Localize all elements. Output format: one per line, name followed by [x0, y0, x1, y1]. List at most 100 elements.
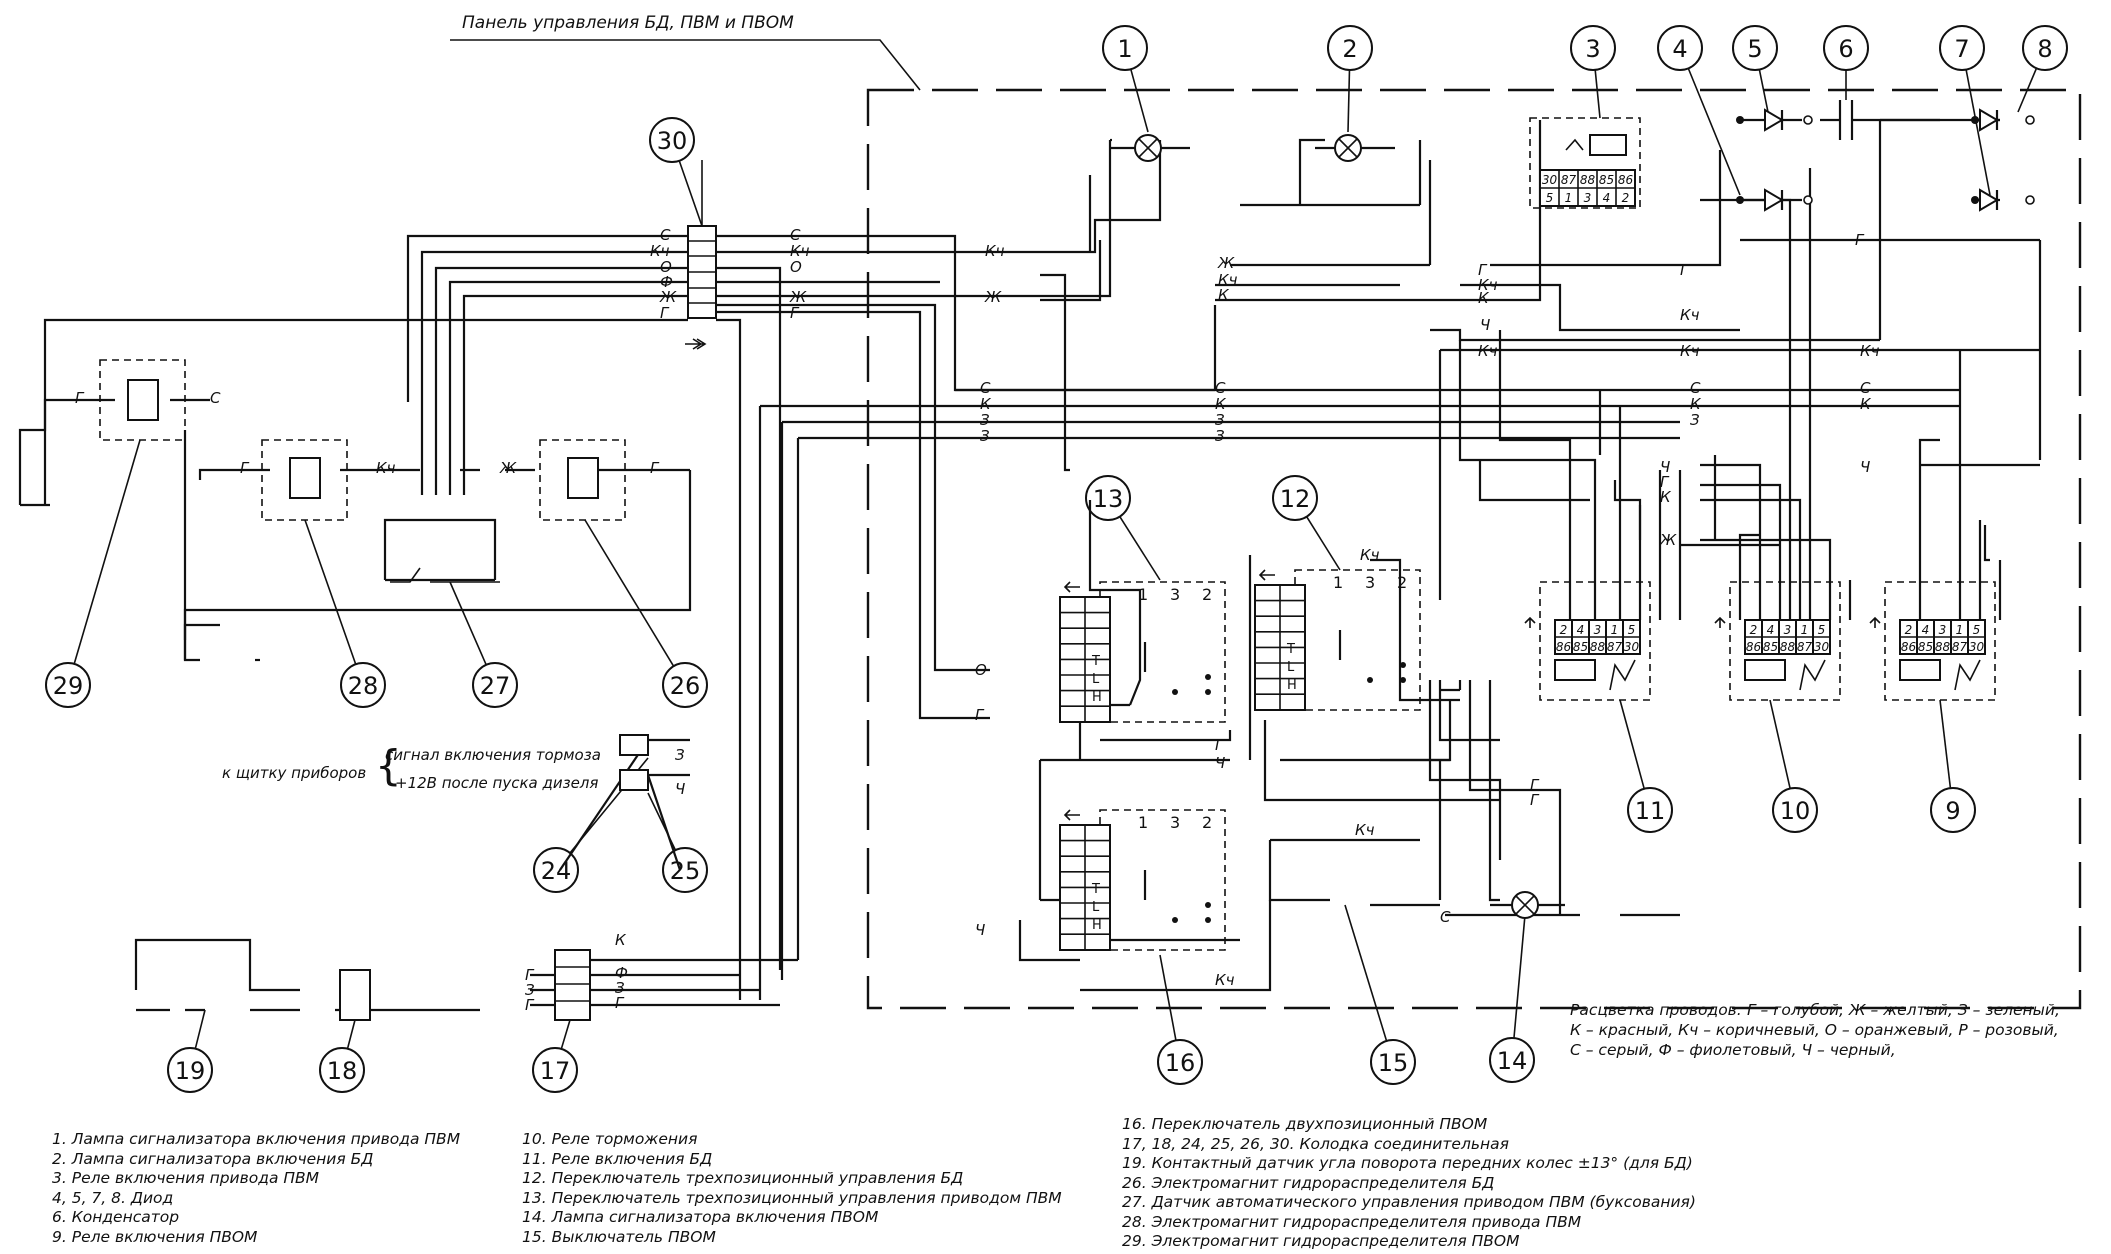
wire-color-note-line: С – серый, Ф – фиолетовый, Ч – черный,: [1570, 1041, 1896, 1059]
wire-label: Ч: [1480, 316, 1490, 334]
switch-position-label: 3: [1365, 573, 1375, 592]
relays-9-10-11: 2864853881875302864853881875302864853881…: [1524, 581, 1996, 701]
wire-label: Кч: [1355, 821, 1375, 839]
switch-row-label: T: [1286, 642, 1295, 657]
legend-column-3: 16. Переключатель двухпозиционный ПВОМ 1…: [1122, 1115, 1696, 1252]
callout-leader: [1344, 904, 1388, 1042]
component-callout-29: 29: [45, 439, 141, 708]
callout-number: 29: [53, 672, 84, 700]
relay-pin-bottom: 1: [1565, 191, 1573, 205]
callout-leader: [2017, 67, 2038, 113]
switch-contact: [1367, 677, 1373, 683]
wire-label: Кч: [790, 242, 810, 260]
wire-label: З: [615, 979, 625, 997]
lamp-cross: [1138, 138, 1158, 158]
wire-label: К: [1690, 395, 1702, 413]
callout-number: 1: [1117, 35, 1132, 63]
callout-circle: [1732, 25, 1778, 71]
component-callout-10: 10: [1769, 699, 1818, 833]
callout-leader: [560, 1019, 571, 1050]
callout-circle: [1627, 787, 1673, 833]
component-callout-13: 13: [1085, 475, 1161, 581]
wire-label: Ж: [659, 288, 677, 306]
relay-pin-bottom: 86: [1901, 640, 1917, 654]
callout-circle: [662, 662, 708, 708]
switch-contact: [1172, 917, 1178, 923]
switch-position-label: 2: [1202, 813, 1212, 832]
wire-label: Кч: [1680, 306, 1700, 324]
switch-row-label: L: [1287, 660, 1295, 675]
callout-number: 18: [327, 1057, 358, 1085]
wire-label: Ж: [499, 459, 517, 477]
callout-number: 8: [2037, 35, 2052, 63]
callout-circle: [472, 662, 518, 708]
callout-number: 14: [1497, 1047, 1528, 1075]
callout-circle: [1570, 25, 1616, 71]
callout-circle: [2022, 25, 2068, 71]
callout-leader: [1619, 699, 1645, 789]
callout-number: 26: [670, 672, 701, 700]
callout-number: 6: [1838, 35, 1853, 63]
wire-label: Г: [240, 459, 250, 477]
lamp-2: [1334, 134, 1362, 162]
component-callout-15: 15: [1344, 904, 1416, 1085]
legend-item: 27. Датчик автоматического управления пр…: [1122, 1193, 1696, 1211]
relay-pin-top: 85: [1599, 173, 1614, 187]
wire-label: Кч: [1478, 276, 1498, 294]
wire-label: О: [660, 258, 672, 276]
callout-number: 11: [1635, 797, 1666, 825]
relay-pin-top: 4: [1767, 623, 1775, 637]
relay-coil: [1744, 659, 1786, 681]
wire-label: Кч: [1680, 342, 1700, 360]
wire-label: З: [1215, 411, 1225, 429]
legend-item: 3. Реле включения привода ПВМ: [52, 1169, 320, 1187]
wire-label: Кч: [376, 459, 396, 477]
relay-pin-top: 1: [1956, 623, 1964, 637]
wire-color-note-line: К – красный, Кч – коричневый, О – оранже…: [1570, 1021, 2059, 1039]
wire-label: К: [980, 395, 992, 413]
wire-label: З: [1690, 411, 1700, 429]
relay-pin-top: 30: [1542, 173, 1558, 187]
switch-contact: [1205, 674, 1211, 680]
callout-leader: [1758, 69, 1769, 113]
legend-item: 2. Лампа сигнализатора включения БД: [52, 1149, 374, 1168]
relay-pin-bottom: 88: [1935, 640, 1951, 654]
component-callout-12: 12: [1272, 475, 1341, 571]
component-callout-11: 11: [1619, 699, 1673, 833]
callout-number: 28: [348, 672, 379, 700]
callout-number: 17: [540, 1057, 571, 1085]
connectors-17-18-24-25: [339, 734, 649, 1021]
wire-label: Г: [615, 994, 625, 1012]
callout-number: 5: [1747, 35, 1762, 63]
relay-pin-bottom: 87: [1607, 640, 1623, 654]
wire-label: Кч: [650, 242, 670, 260]
legend-column-2: 10. Реле торможения 11. Реле включения Б…: [522, 1130, 1062, 1247]
relay-contact: [1799, 659, 1826, 691]
wire-label: Кч: [985, 242, 1005, 260]
switch-row-label: T: [1091, 654, 1100, 669]
callout-number: 12: [1280, 485, 1311, 513]
lamps: [1110, 134, 1565, 919]
component-callout-9: 9: [1930, 699, 1976, 833]
wire-label: Г: [1855, 231, 1865, 249]
relay-pin-top: 5: [1818, 623, 1826, 637]
legend-column-1: 1. Лампа сигнализатора включения привода…: [52, 1130, 460, 1247]
wire-label: К: [615, 931, 627, 949]
callout-leader: [1687, 68, 1741, 196]
relay-pin-bottom: 86: [1746, 640, 1762, 654]
relay-pin-top: 4: [1577, 623, 1585, 637]
component-callout-3: 3: [1570, 25, 1616, 119]
callout-leader: [449, 581, 487, 666]
relay-contact: [1954, 659, 1981, 691]
callout-circle: [1772, 787, 1818, 833]
callout-leader: [304, 519, 357, 665]
wire-label: Кч: [1860, 342, 1880, 360]
wire-label: Г: [975, 706, 985, 724]
wire-label: Ф: [660, 273, 673, 291]
relay-pin-bottom: 30: [1814, 640, 1830, 654]
ground-icon: [1869, 616, 1881, 628]
callout-number: 15: [1378, 1049, 1409, 1077]
instrument-panel-text: к щитку приборов сигнал включения тормоз…: [222, 741, 601, 792]
